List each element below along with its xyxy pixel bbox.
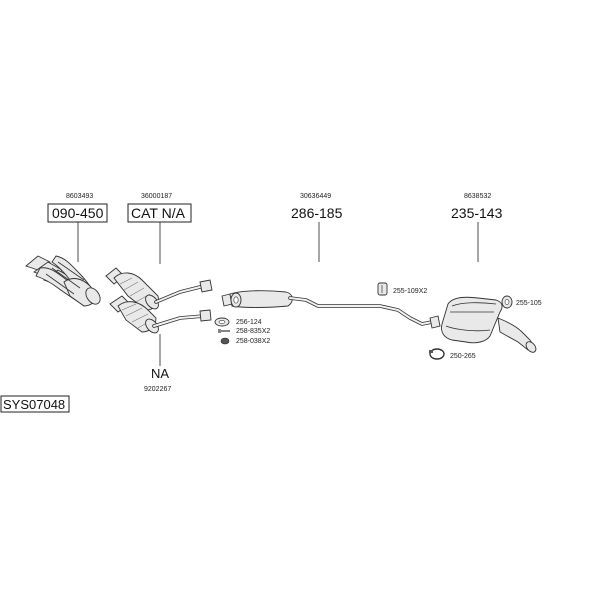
catalyst-code: CAT N/A [131,205,186,221]
hanger-rear-code: 255-105 [516,300,542,307]
lower-catalyst-oem-number: 9202267 [144,386,171,393]
center-pipe-code[interactable]: 286-185 [291,205,343,221]
gasket-256-124[interactable] [214,317,230,327]
catalyst-oem-number: 36000187 [141,193,172,200]
rear-box-oem-number: 8638532 [464,193,491,200]
manifold-code-box[interactable]: 090-450 [47,203,108,223]
diagram-id-box: SYS07048 [0,395,70,413]
manifold-code: 090-450 [52,205,104,221]
spring-code: 258-038X2 [236,338,270,345]
rear-muffler[interactable] [441,296,537,354]
exhaust-manifold[interactable] [25,255,103,307]
rear-box-code[interactable]: 235-143 [451,205,503,221]
center-pipe-oem-number: 30636449 [300,193,331,200]
clamp-250-265[interactable] [429,348,445,360]
bolt-258-835[interactable] [218,329,230,333]
catalyst-code-box[interactable]: CAT N/A [127,203,192,223]
lower-catalyst-code[interactable]: NA [151,366,169,381]
bolt-code: 258-835X2 [236,328,270,335]
upper-catalyst-downpipe[interactable] [105,267,213,311]
hanger-255-109[interactable] [377,282,388,296]
center-pipe-muffler[interactable] [221,290,441,329]
clamp-code: 250-265 [450,353,476,360]
hanger-mid-code: 255-109X2 [393,288,427,295]
hanger-255-105[interactable] [501,295,513,309]
gasket-code: 256-124 [236,319,262,326]
diagram-id: SYS07048 [3,397,65,412]
lower-catalyst-downpipe[interactable] [109,295,212,335]
spring-258-038[interactable] [220,337,230,345]
manifold-oem-number: 8603493 [66,193,93,200]
